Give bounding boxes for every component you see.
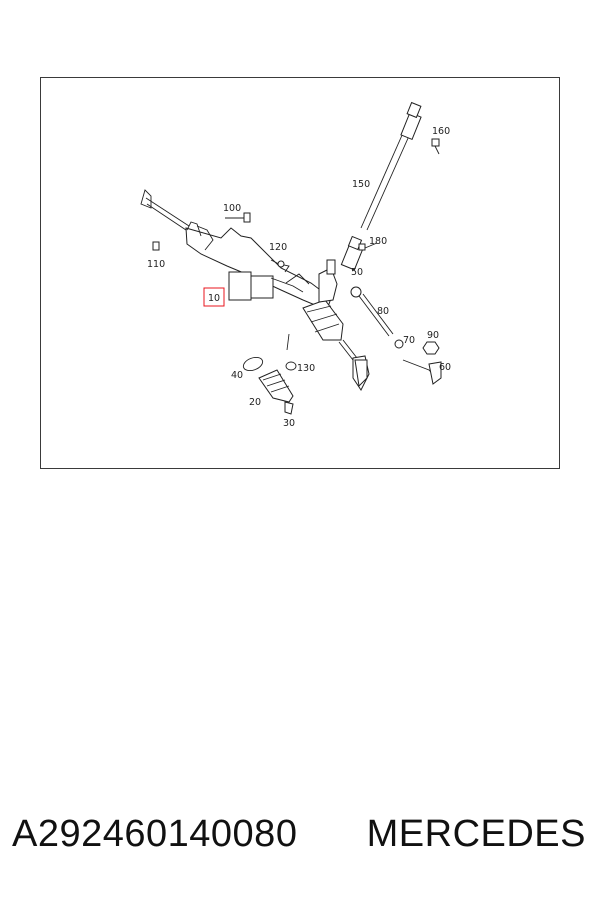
callout-120[interactable]: 120 <box>269 242 287 253</box>
footer: A292460140080 MERCEDES <box>0 806 600 862</box>
rack-housing <box>185 221 370 391</box>
callout-180[interactable]: 180 <box>369 236 387 247</box>
callout-80[interactable]: 80 <box>377 306 389 317</box>
ring-130 <box>285 333 297 371</box>
pinion-50 <box>318 259 338 303</box>
bolt-100 <box>225 212 251 223</box>
part-number: A292460140080 <box>12 812 298 855</box>
bolt-160 <box>431 138 440 155</box>
callout-70[interactable]: 70 <box>403 335 415 346</box>
highlight-box-10 <box>203 287 225 307</box>
callout-10[interactable]: 10 <box>208 293 220 304</box>
nut-70 <box>394 339 404 349</box>
callout-160[interactable]: 160 <box>432 126 450 137</box>
bracket-120 <box>270 259 290 273</box>
diagram-frame: 10 20 30 40 50 60 70 80 90 100 110 120 1… <box>40 77 560 469</box>
callout-100[interactable]: 100 <box>223 203 241 214</box>
clamp-40 <box>242 356 264 372</box>
callout-150[interactable]: 150 <box>352 179 370 190</box>
callout-20[interactable]: 20 <box>249 397 261 408</box>
callout-40[interactable]: 40 <box>231 370 243 381</box>
inner-tie-rod-80 <box>350 286 394 337</box>
outer-tie-rod-end-bottom <box>354 359 368 388</box>
steering-rack-exploded-diagram: 10 20 30 40 50 60 70 80 90 100 110 120 1… <box>140 101 451 429</box>
callout-130[interactable]: 130 <box>297 363 315 374</box>
callout-110[interactable]: 110 <box>147 259 165 270</box>
intermediate-shaft <box>340 101 422 271</box>
left-tie-rod <box>140 189 190 251</box>
boot-20 <box>258 369 294 403</box>
callout-90[interactable]: 90 <box>427 330 439 341</box>
callout-50[interactable]: 50 <box>351 267 363 278</box>
clamp-30 <box>284 401 294 415</box>
callout-30[interactable]: 30 <box>283 418 295 429</box>
outer-tie-rod-end-60 <box>402 359 442 385</box>
callout-60[interactable]: 60 <box>439 362 451 373</box>
bolt-180 <box>358 242 378 251</box>
nut-90 <box>422 341 440 355</box>
brand-name: MERCEDES <box>366 812 586 855</box>
